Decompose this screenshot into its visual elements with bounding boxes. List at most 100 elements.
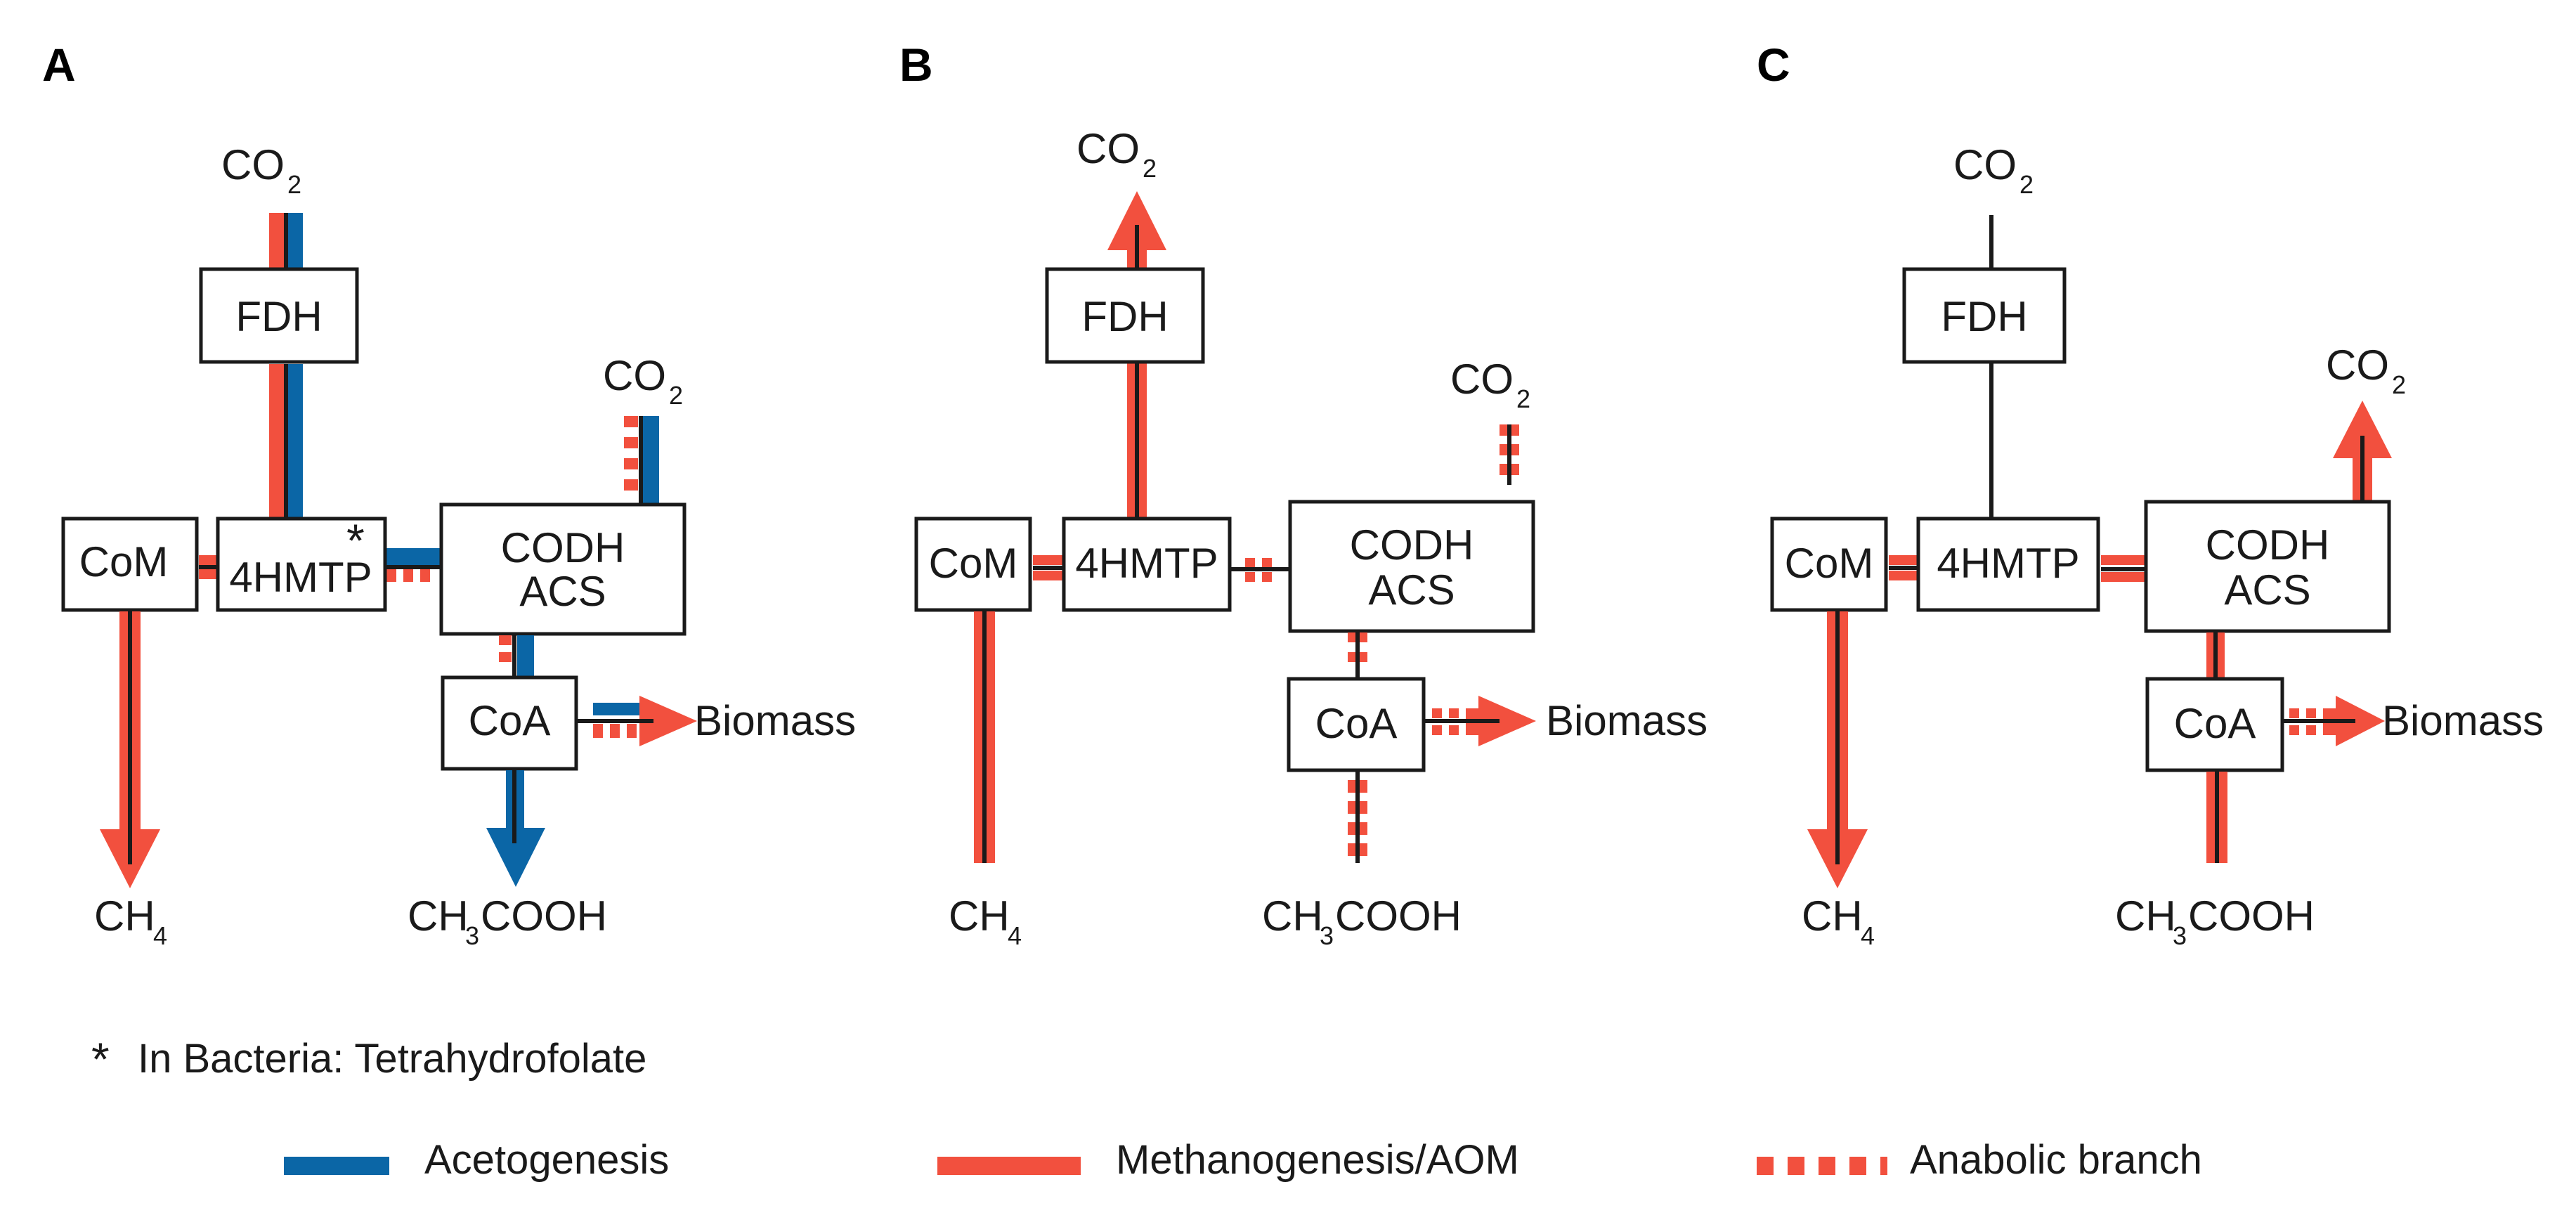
panel-b-com-box <box>914 517 1032 612</box>
panel-c-acetate-ch-text: CH <box>2115 892 2176 940</box>
panel-b-biomass-label: Biomass <box>1546 697 1707 744</box>
panel-c-coa-biomass-anabolic-dash <box>2306 725 2316 735</box>
legend-label-acetogenesis: Acetogenesis <box>424 1137 669 1183</box>
panel-c-hmtp-codh-methanogenesis-path-lower <box>2101 572 2146 582</box>
panel-b-hmtp-codh-anabolic-dash <box>1262 558 1272 568</box>
panel-b-co2-top-label: CO 2 <box>1076 125 1157 183</box>
panel-c-codh-co2-arrowhead <box>2333 401 2392 458</box>
panel-a-footnote-marker: * <box>346 514 365 566</box>
panel-b-coa-biomass-anabolic-dash <box>1432 708 1442 718</box>
co2-subscript: 2 <box>2019 170 2034 199</box>
panel-b-coa-biomass-anabolic-dash <box>1449 725 1459 735</box>
panel-a-hmtp-codh-acetogenesis-path <box>386 548 441 565</box>
panel-c-coa-box <box>2145 677 2284 772</box>
footnote-text: In Bacteria: Tetrahydrofolate <box>138 1036 646 1082</box>
panel-b-co2-codh-label: CO 2 <box>1450 356 1530 413</box>
panel-b-fdh-label: FDH <box>1081 293 1168 340</box>
panel-b-ch4-label: CH 4 <box>949 892 1022 950</box>
panel-c-ch4-label: CH 4 <box>1802 892 1875 950</box>
panel-a-hmtp-codh-anabolic-dash <box>420 569 430 582</box>
panel-c-biomass-label: Biomass <box>2382 697 2544 744</box>
panel-a-codh-co2-anabolic-dash <box>624 479 638 491</box>
panel-c-coa-biomass-anabolic-dash <box>2289 708 2299 718</box>
panel-a-codh-co2-acetogenesis-path <box>642 416 659 503</box>
panel-a-coa-biomass-anabolic-dash <box>627 724 637 738</box>
legend-swatch-acetogenesis <box>284 1157 389 1175</box>
panel-b-coa-label: CoA <box>1315 700 1398 747</box>
legend-label-anabolic: Anabolic branch <box>1910 1137 2202 1183</box>
legend-anabolic-dash <box>1849 1157 1866 1175</box>
panel-a-fdh-hmtp-acetogenesis-path <box>287 364 303 517</box>
legend-label-methanogenesis: Methanogenesis/AOM <box>1116 1137 1519 1183</box>
co2-text: CO <box>1450 356 1514 403</box>
panel-c-fdh-label: FDH <box>1941 293 2027 340</box>
panel-a-codh-co2-anabolic-dash <box>624 458 638 469</box>
co2-text: CO <box>1076 125 1140 172</box>
panel-a-acetate-arrowhead <box>486 828 545 887</box>
panel-b-hmtp-codh-anabolic-dash <box>1262 572 1272 582</box>
legend-anabolic-dash <box>1788 1157 1804 1175</box>
panel-b-biomass-arrowhead <box>1478 696 1536 746</box>
panel-c-acetate-ch3-subscript: 3 <box>2173 921 2187 950</box>
panel-a-acetate-label: CH 3 COOH <box>408 892 607 950</box>
panel-a-acs-label: ACS <box>519 568 606 615</box>
panel-a-codh-co2-anabolic-dash <box>624 437 638 448</box>
panel-a-ch4-subscript: 4 <box>153 921 167 950</box>
panel-b-codh-label: CODH <box>1350 521 1474 569</box>
panel-c-ch4-text: CH <box>1802 892 1863 940</box>
co2-text: CO <box>2326 342 2389 389</box>
panel-a-acetate-ch3-subscript: 3 <box>465 921 479 950</box>
panel-c-co2-codh-label: CO 2 <box>2326 342 2406 399</box>
legend-anabolic-dash <box>1819 1157 1835 1175</box>
co2-subscript: 2 <box>1143 154 1157 183</box>
panel-b-acetate-ch3-subscript: 3 <box>1320 921 1334 950</box>
panel-b-acetate-label: CH 3 COOH <box>1262 892 1462 950</box>
panel-c-coa-biomass-anabolic-dash <box>2306 708 2316 718</box>
co2-subscript: 2 <box>2392 370 2406 399</box>
panel-a-com-box <box>61 517 199 612</box>
panel-a-com-hmtp-methanogenesis-path-lower <box>199 569 219 579</box>
panel-a-ch4-label: CH 4 <box>94 892 167 950</box>
panel-c-hmtp-label: 4HMTP <box>1937 540 2079 587</box>
panel-a-hmtp-box <box>216 517 387 612</box>
panel-a-codh-box <box>439 502 687 636</box>
panel-a-co2-top-label: CO 2 <box>221 141 301 199</box>
panel-c-acetate-label: CH 3 COOH <box>2115 892 2315 950</box>
panel-c-codh-box <box>2144 500 2391 633</box>
panel-a-codh-coa-acetogenesis-path <box>517 635 534 677</box>
panel-c-coa-biomass-anabolic-dash <box>2289 725 2299 735</box>
panel-a-hmtp-codh-anabolic-dash <box>403 569 413 582</box>
panel-b-acetate-cooh-text: COOH <box>1335 892 1462 940</box>
panel-b-acs-label: ACS <box>1368 566 1455 614</box>
panel-a: A CO 2 FDH CoM 4HMTP * <box>42 39 856 950</box>
panel-a-fdh-box <box>199 267 359 364</box>
panel-c-biomass-arrowhead <box>2336 696 2385 746</box>
panel-a-coa-box <box>441 675 578 771</box>
panel-c-com-box <box>1770 517 1888 612</box>
panel-a-label: A <box>42 39 76 91</box>
panel-b-coa-biomass-anabolic-dash <box>1449 708 1459 718</box>
panel-c-acetate-cooh-text: COOH <box>2188 892 2315 940</box>
legend-anabolic-dash <box>1757 1157 1774 1175</box>
panel-a-biomass-arrowhead <box>639 696 697 746</box>
panel-b: B CO 2 FDH CoM 4HMTP CO 2 <box>899 39 1707 950</box>
panel-c-com-label: CoM <box>1785 540 1874 587</box>
co2-text: CO <box>603 352 666 399</box>
panel-b-hmtp-label: 4HMTP <box>1075 540 1218 587</box>
panel-c-hmtp-codh-methanogenesis-path <box>2101 555 2146 565</box>
panel-b-hmtp-codh-anabolic-dash <box>1245 558 1255 568</box>
panel-c-co2-top-label: CO 2 <box>1953 141 2034 199</box>
panel-a-codh-coa-anabolic-dash <box>499 652 512 662</box>
panel-a-hmtp-label: 4HMTP <box>229 554 372 601</box>
co2-subscript: 2 <box>287 170 301 199</box>
panel-b-coa-box <box>1287 677 1426 772</box>
panel-b-co2-arrowhead <box>1107 191 1166 250</box>
panel-a-fdh-co2-acetogenesis-path <box>287 213 303 269</box>
legend-swatch-methanogenesis <box>937 1157 1081 1175</box>
panel-a-acetate-ch-text: CH <box>408 892 469 940</box>
co2-subscript: 2 <box>1516 384 1530 413</box>
panel-a-hmtp-codh-anabolic-dash <box>386 569 396 582</box>
panel-c-com-hmtp-methanogenesis-path <box>1889 555 1920 565</box>
panel-c-codh-label: CODH <box>2206 521 2330 569</box>
